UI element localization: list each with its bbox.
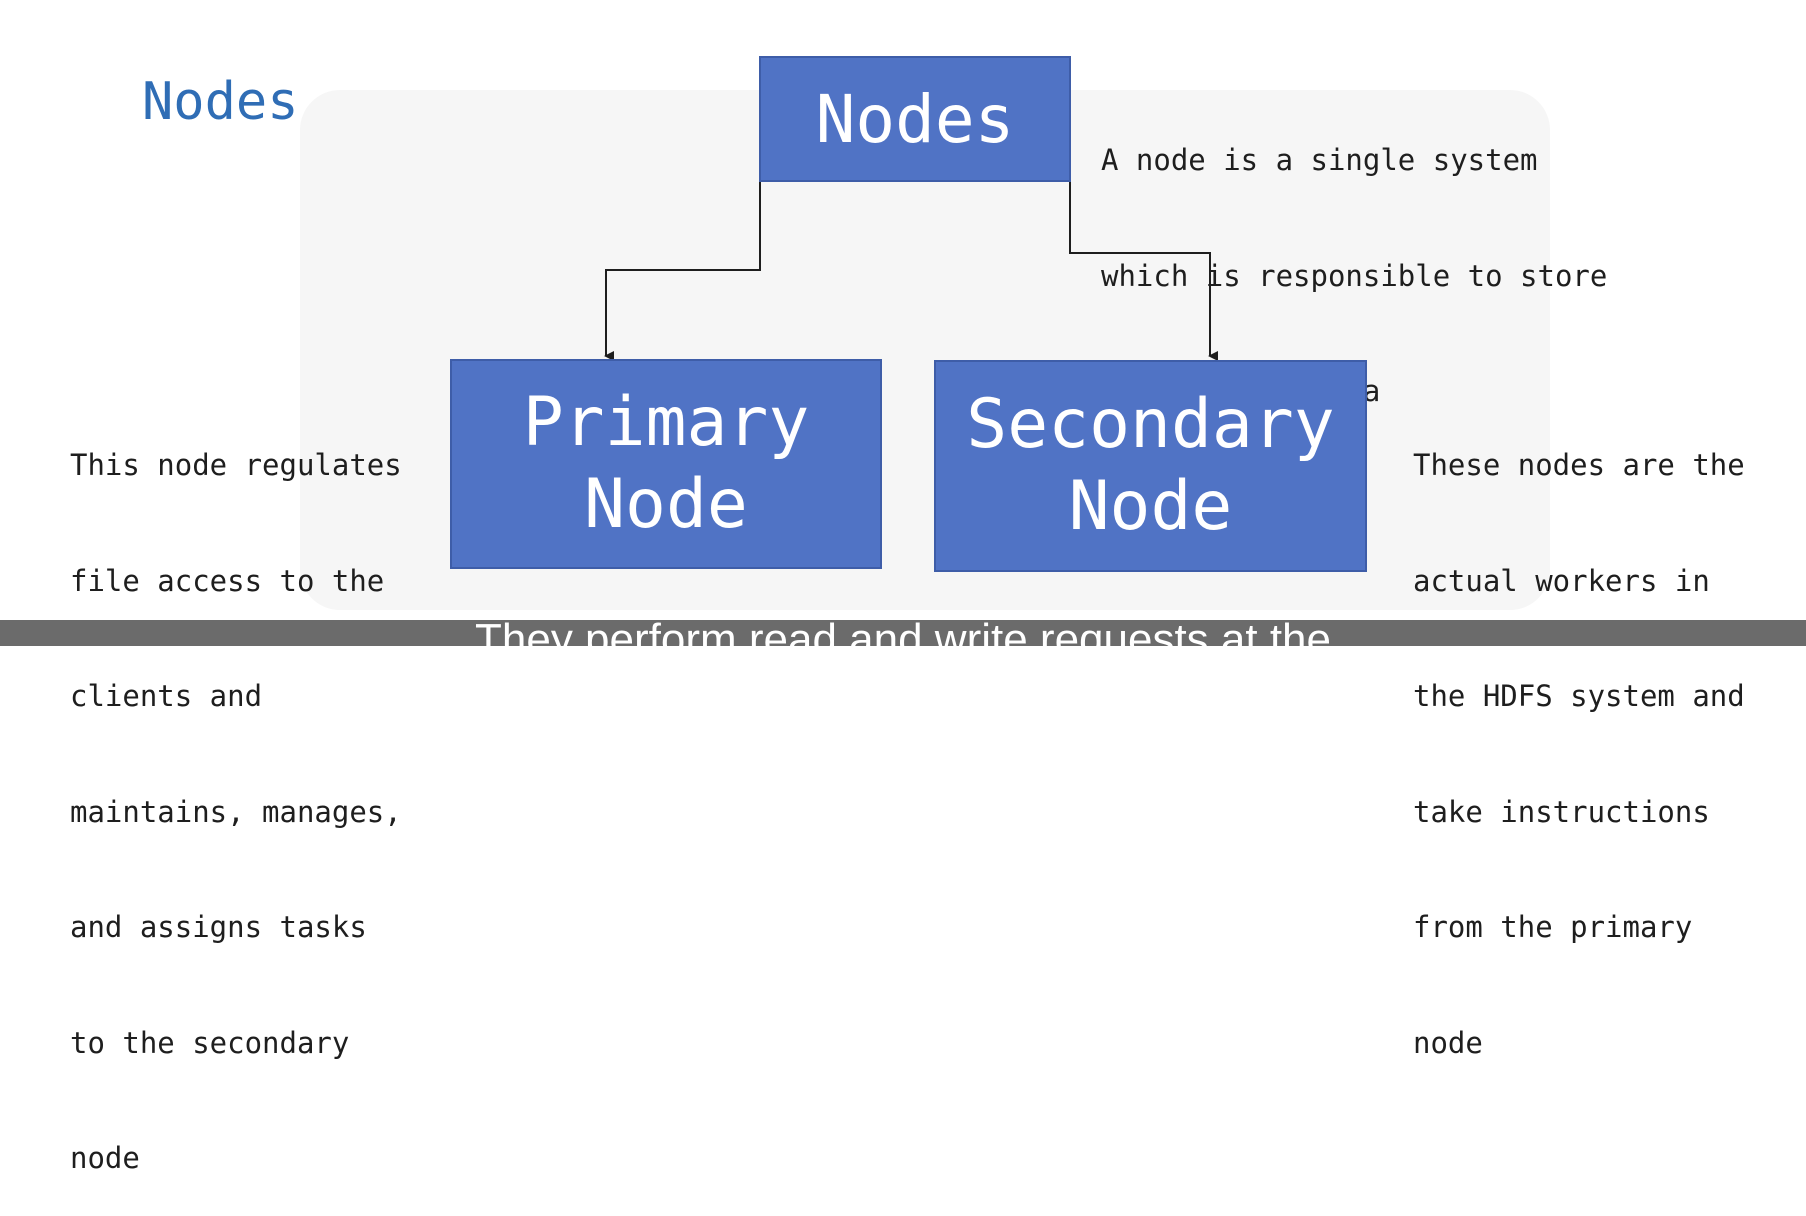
description-line: to the secondary <box>70 1025 350 1060</box>
connector-to-secondary <box>1069 182 1218 361</box>
description-line: These nodes are the <box>1413 448 1745 482</box>
description-line: from the primary <box>1413 910 1693 944</box>
description-line: clients and <box>70 679 263 713</box>
description-line: the HDFS system and <box>1413 679 1745 713</box>
description-line: take instructions <box>1413 794 1710 829</box>
subtitle-caption-text: They perform read and write requests at … <box>475 620 1331 646</box>
secondary-node-label-line1: Secondary <box>966 385 1335 465</box>
description-line: actual workers in <box>1413 563 1710 598</box>
description-line: node <box>70 1141 140 1175</box>
secondary-node-box: Secondary Node <box>934 360 1367 572</box>
connector-to-primary <box>604 182 761 361</box>
primary-node-box: Primary Node <box>450 359 882 569</box>
primary-node-label-line2: Node <box>584 465 748 544</box>
connector-lines <box>604 182 1218 361</box>
primary-node-label-line1: Primary <box>522 383 810 463</box>
subtitle-caption-bar: They perform read and write requests at … <box>0 620 1806 646</box>
slide-title: Nodes <box>142 72 299 132</box>
description-line: and assigns tasks <box>70 910 367 944</box>
description-line: A node is a single system <box>1101 143 1538 177</box>
description-line: node <box>1413 1025 1483 1060</box>
secondary-node-label-line2: Node <box>1068 467 1233 546</box>
description-line: which is responsible to store <box>1101 258 1608 293</box>
description-line: file access to the <box>70 563 385 598</box>
primary-node-description: This node regulates file access to the c… <box>70 369 402 1216</box>
description-line: maintains, manages, <box>70 794 402 829</box>
nodes-box-label: Nodes <box>815 80 1015 158</box>
nodes-box: Nodes <box>759 56 1071 182</box>
secondary-node-description: These nodes are the actual workers in th… <box>1413 369 1745 1101</box>
description-line: This node regulates <box>70 448 402 482</box>
